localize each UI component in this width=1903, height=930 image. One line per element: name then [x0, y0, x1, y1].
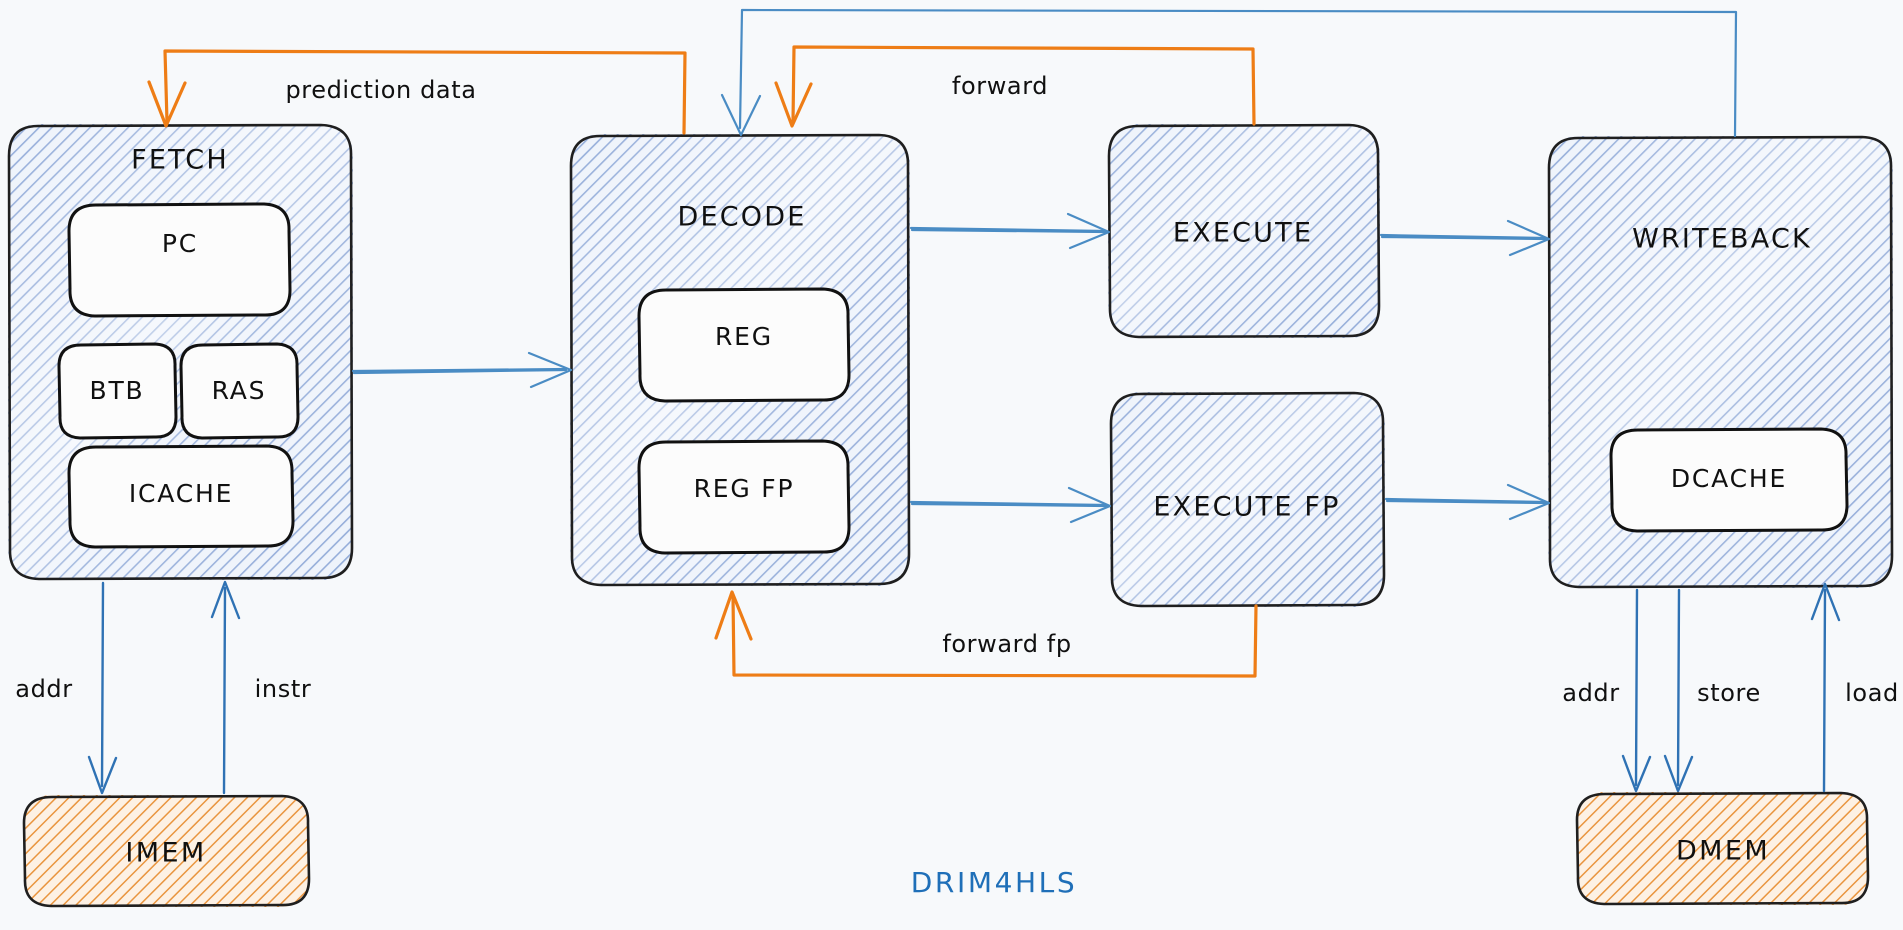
- dmem-load-label: load: [1845, 679, 1899, 707]
- fetch-block-icache[interactable]: ICACHE: [67, 444, 295, 549]
- edge-forward: forward: [774, 45, 1256, 128]
- icache-outline: [67, 444, 295, 549]
- stage-execute-fp[interactable]: EXECUTE FP: [1109, 391, 1386, 608]
- execute-fp-sheen: [1110, 392, 1385, 607]
- execute-outline: [1107, 123, 1381, 339]
- forward-label: forward: [952, 72, 1048, 100]
- reg-fp-outline: [637, 439, 851, 555]
- pc-label: PC: [162, 229, 198, 258]
- btb-outline: [57, 342, 178, 440]
- stage-writeback-label: WRITEBACK: [1632, 224, 1812, 255]
- stage-writeback[interactable]: WRITEBACK DCACHE: [1547, 135, 1894, 589]
- fetch-block-pc[interactable]: PC: [67, 202, 292, 318]
- decode-block-reg-fp[interactable]: REG FP: [637, 439, 851, 555]
- decode-block-reg[interactable]: REG: [637, 287, 851, 403]
- edge-fetch-to-decode: [351, 351, 573, 389]
- pc-outline: [67, 202, 292, 318]
- writeback-store-label: store: [1697, 679, 1761, 707]
- imem-label: IMEM: [125, 838, 206, 869]
- fetch-block-btb[interactable]: BTB: [57, 342, 178, 440]
- stage-fetch-label: FETCH: [131, 145, 229, 176]
- edge-writeback-store: store: [1663, 588, 1761, 793]
- edge-writeback-to-decode: [720, 8, 1738, 138]
- diagram-title: DRIM4HLS: [911, 866, 1077, 899]
- dmem-fill: [1578, 792, 1868, 905]
- dcache-label: DCACHE: [1671, 464, 1787, 493]
- writeback-addr-label: addr: [1562, 679, 1619, 707]
- stage-decode-label: DECODE: [677, 202, 806, 233]
- stage-execute-label: EXECUTE: [1173, 218, 1313, 249]
- execute-fp-outline: [1109, 391, 1386, 608]
- edge-decode-to-execute-fp: [909, 486, 1112, 524]
- reg-outline: [637, 287, 851, 403]
- btb-label: BTB: [90, 376, 145, 405]
- dcache-outline: [1609, 427, 1849, 533]
- ras-outline: [179, 342, 300, 440]
- edge-execute-to-writeback: [1379, 219, 1551, 257]
- prediction-data-label: prediction data: [285, 76, 476, 104]
- edge-dmem-load: load: [1810, 582, 1899, 793]
- edge-writeback-addr: addr: [1562, 588, 1652, 793]
- edge-prediction-data: prediction data: [147, 49, 687, 135]
- decode-outline: [569, 133, 911, 587]
- imem-instr-label: instr: [255, 675, 312, 703]
- dmem-outline: [1575, 791, 1870, 906]
- reg-label: REG: [715, 322, 773, 351]
- icache-label: ICACHE: [129, 479, 233, 508]
- memory-imem[interactable]: IMEM: [22, 794, 311, 908]
- edge-decode-to-execute: [909, 212, 1111, 250]
- fetch-addr-label: addr: [15, 675, 72, 703]
- stage-fetch[interactable]: FETCH PC BTB RAS ICACHE: [7, 123, 354, 581]
- fetch-outline: [7, 123, 354, 581]
- imem-outline: [22, 794, 311, 908]
- execute-sheen: [1108, 124, 1380, 338]
- stage-decode[interactable]: DECODE REG REG FP: [569, 133, 911, 587]
- ras-label: RAS: [212, 376, 267, 405]
- writeback-block-dcache[interactable]: DCACHE: [1609, 427, 1849, 533]
- imem-fill: [25, 795, 309, 907]
- edge-fetch-addr: addr: [15, 581, 118, 795]
- forward-fp-label: forward fp: [942, 630, 1071, 658]
- fetch-block-ras[interactable]: RAS: [179, 342, 300, 440]
- stage-execute[interactable]: EXECUTE: [1107, 123, 1381, 339]
- memory-dmem[interactable]: DMEM: [1575, 791, 1870, 906]
- reg-fp-label: REG FP: [694, 474, 795, 503]
- edge-forward-fp: forward fp: [714, 590, 1258, 678]
- writeback-outline: [1547, 135, 1894, 589]
- stage-execute-fp-label: EXECUTE FP: [1153, 492, 1340, 523]
- dmem-label: DMEM: [1676, 836, 1770, 867]
- edge-execute-fp-to-writeback: [1384, 483, 1551, 521]
- edge-imem-instr: instr: [210, 580, 312, 795]
